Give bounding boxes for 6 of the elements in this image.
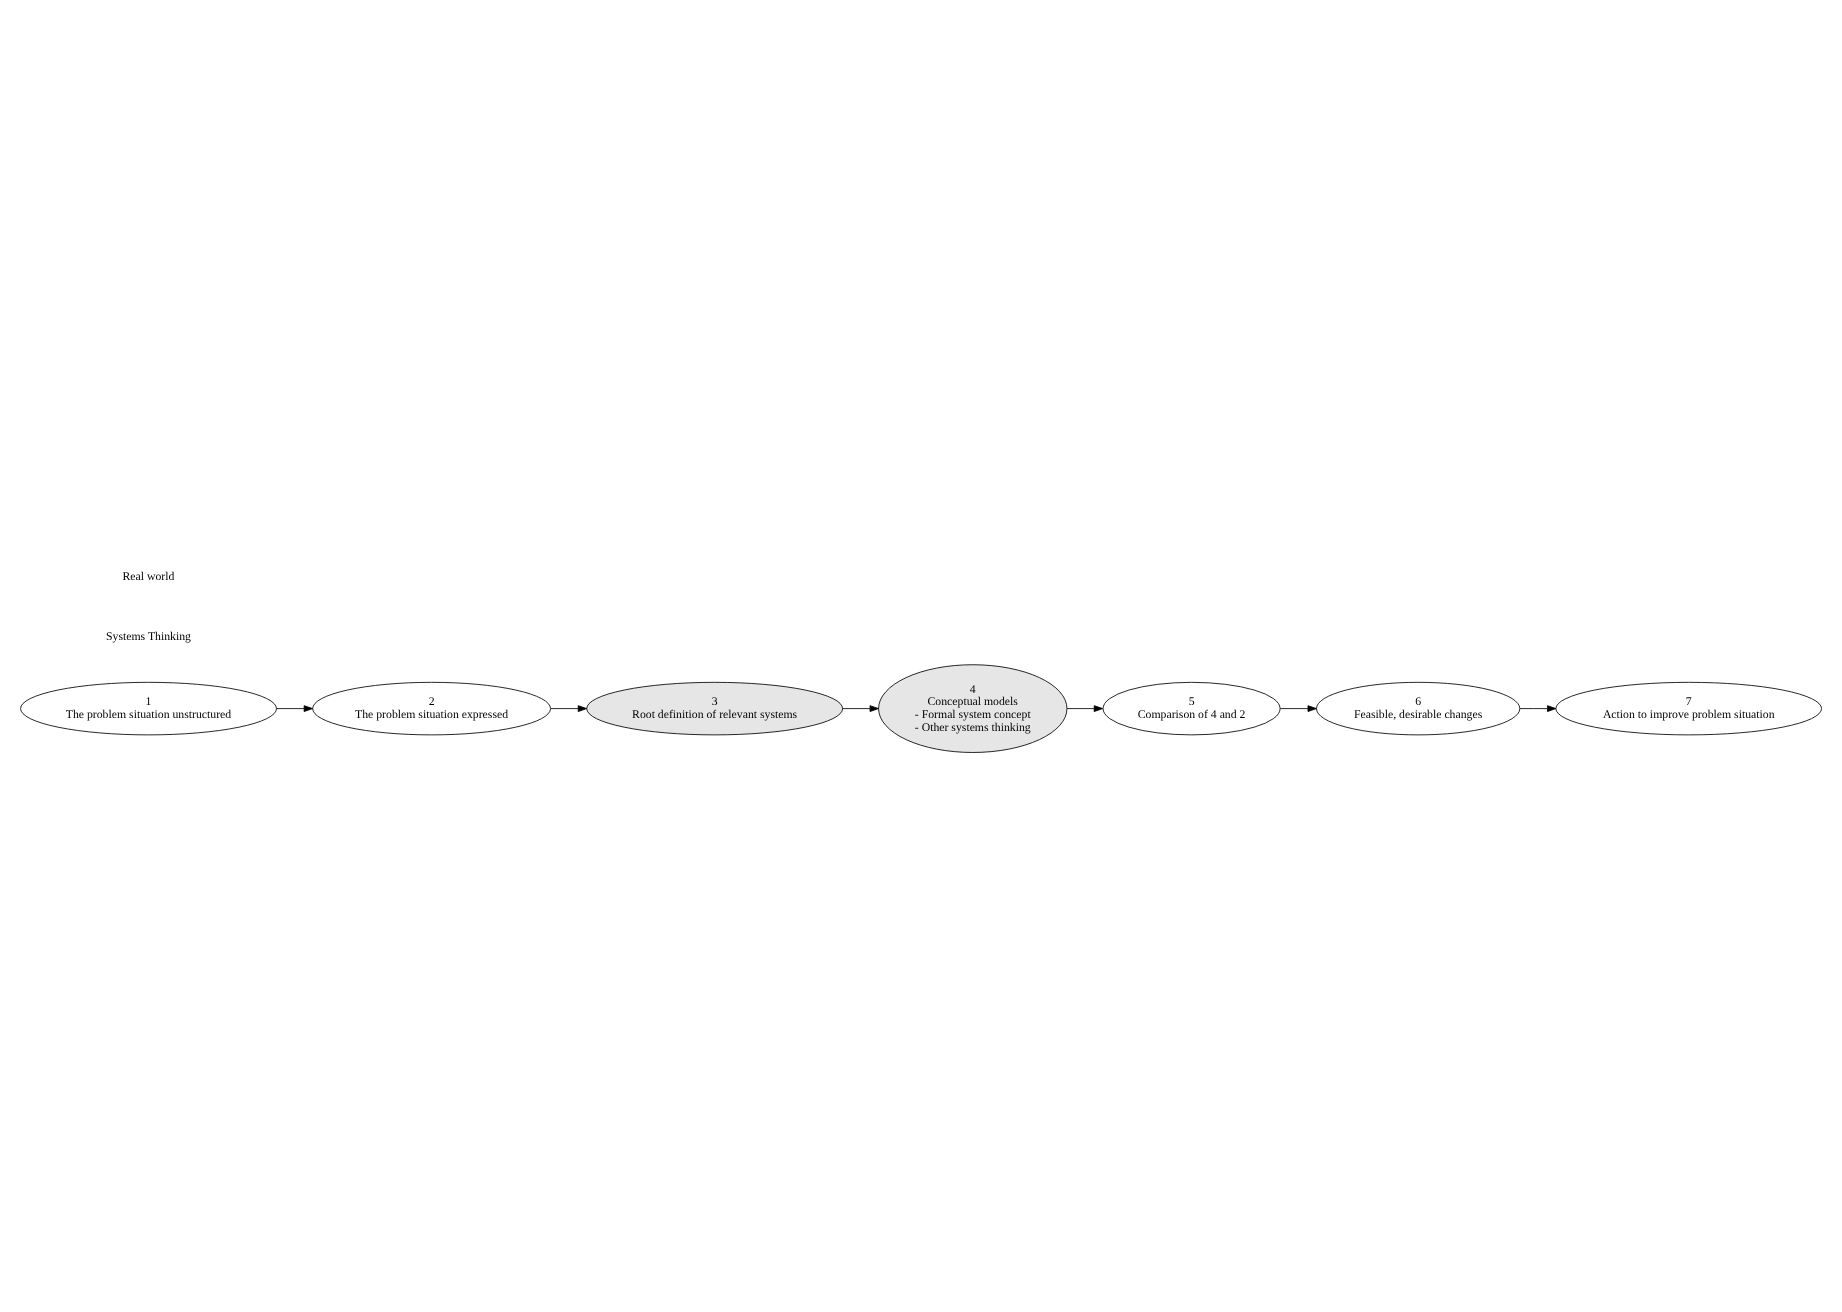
arrow <box>1519 704 1557 711</box>
arrow <box>276 704 313 711</box>
arrow <box>842 704 879 711</box>
arrow <box>550 704 588 711</box>
arrow <box>1066 704 1104 711</box>
arrow <box>1279 704 1317 711</box>
